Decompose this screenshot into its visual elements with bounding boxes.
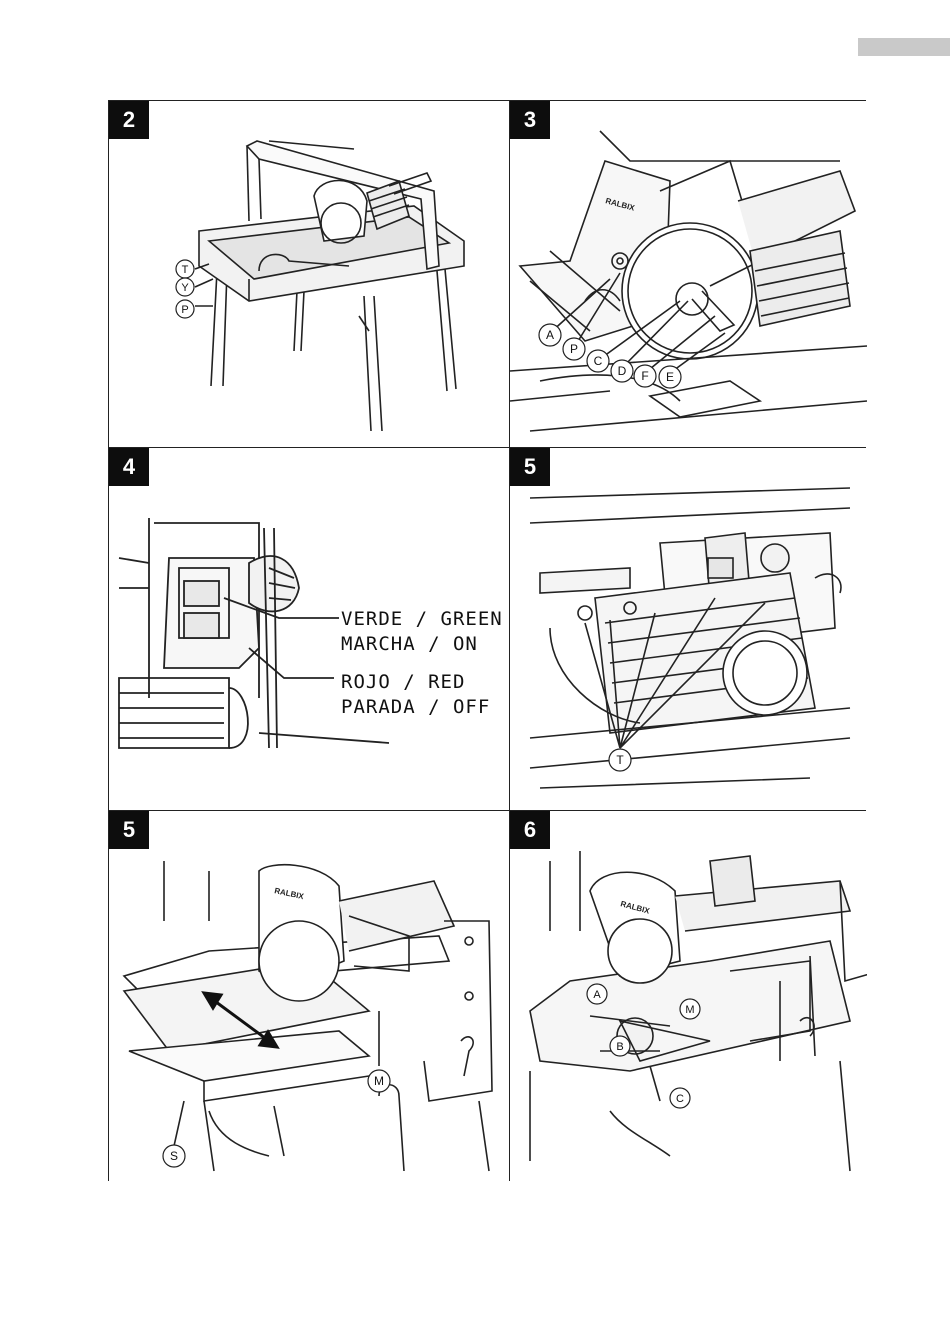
callout-a: A: [546, 328, 554, 342]
callout-y: Y: [181, 282, 189, 294]
panel-number: 6: [510, 811, 550, 849]
callout-s: S: [170, 1149, 178, 1163]
callout-m: M: [685, 1004, 694, 1016]
panel-number: 2: [109, 101, 149, 139]
angle-guide-illustration: A M B C RALBIX: [510, 811, 867, 1181]
page-tab-marker: [858, 38, 950, 56]
panel-number: 3: [510, 101, 550, 139]
figure-grid: T Y P 2: [108, 100, 866, 1181]
figure-panel-2: T Y P 2: [109, 101, 509, 447]
callout-d: D: [618, 364, 627, 378]
callout-e: E: [666, 370, 674, 384]
callout-f: F: [641, 369, 648, 383]
callout-b: B: [616, 1041, 623, 1053]
figure-panel-5a: T 5: [510, 448, 867, 810]
motor-screws-illustration: T: [510, 448, 867, 810]
callout-p: P: [570, 342, 578, 356]
panel-number: 4: [109, 448, 149, 486]
callout-m: M: [374, 1074, 384, 1088]
callout-c: C: [676, 1093, 684, 1105]
panel-number: 5: [510, 448, 550, 486]
red-label: ROJO / RED: [341, 671, 465, 693]
table-extension-illustration: M S RALBIX: [109, 811, 509, 1181]
callout-a: A: [593, 989, 601, 1001]
panel-number: 5: [109, 811, 149, 849]
figure-panel-5b: M S RALBIX 5: [109, 811, 509, 1181]
saw-overview-illustration: T Y P: [109, 101, 509, 447]
figure-panel-4: VERDE / GREEN MARCHA / ON ROJO / RED PAR…: [109, 448, 509, 810]
switch-illustration: VERDE / GREEN MARCHA / ON ROJO / RED PAR…: [109, 448, 509, 810]
off-label: PARADA / OFF: [341, 696, 490, 718]
figure-panel-3: A P C D F E RALBIX 3: [510, 101, 867, 447]
green-label: VERDE / GREEN: [341, 608, 503, 630]
callout-t: T: [616, 753, 624, 767]
figure-panel-6: A M B C RALBIX 6: [510, 811, 867, 1181]
callout-c: C: [594, 354, 603, 368]
blade-guard-illustration: A P C D F E RALBIX: [510, 101, 867, 447]
callout-p: P: [181, 304, 188, 316]
on-label: MARCHA / ON: [341, 633, 478, 655]
callout-t: T: [182, 264, 189, 276]
